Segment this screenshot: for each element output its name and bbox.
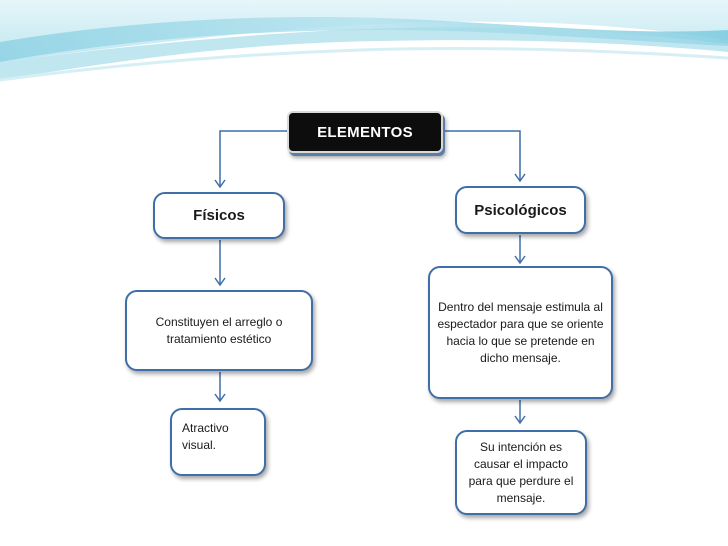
arrow-head-icon: [514, 173, 526, 183]
node-fisicos-description: Constituyen el arreglo o tratamiento est…: [125, 290, 313, 371]
node-psicologicos: Psicológicos: [455, 186, 586, 234]
node-fisicos-detail: Atractivo visual.: [170, 408, 266, 476]
root-node-elementos: ELEMENTOS: [287, 111, 443, 153]
decorative-wave-banner: [0, 0, 728, 95]
node-fisicos-label: Físicos: [193, 207, 245, 224]
arrow-head-icon: [514, 415, 526, 425]
node-psicologicos-detail-text: Su intención es causar el impacto para q…: [468, 439, 574, 505]
node-psicologicos-detail: Su intención es causar el impacto para q…: [455, 430, 587, 515]
node-fisicos-description-text: Constituyen el arreglo o tratamiento est…: [155, 314, 283, 346]
node-psicologicos-description: Dentro del mensaje estimula al espectado…: [428, 266, 613, 399]
arrow-head-icon: [214, 393, 226, 403]
node-psicologicos-label: Psicológicos: [474, 201, 567, 219]
arrow-head-icon: [514, 255, 526, 265]
arrow-head-icon: [214, 179, 226, 189]
connector-root-to-psicologicos: [443, 130, 521, 180]
connector-root-to-fisicos: [219, 130, 287, 186]
node-psicologicos-description-text: Dentro del mensaje estimula al espectado…: [437, 299, 604, 365]
node-fisicos: Físicos: [153, 192, 285, 239]
node-fisicos-detail-text: Atractivo visual.: [182, 421, 229, 452]
arrow-head-icon: [214, 277, 226, 287]
